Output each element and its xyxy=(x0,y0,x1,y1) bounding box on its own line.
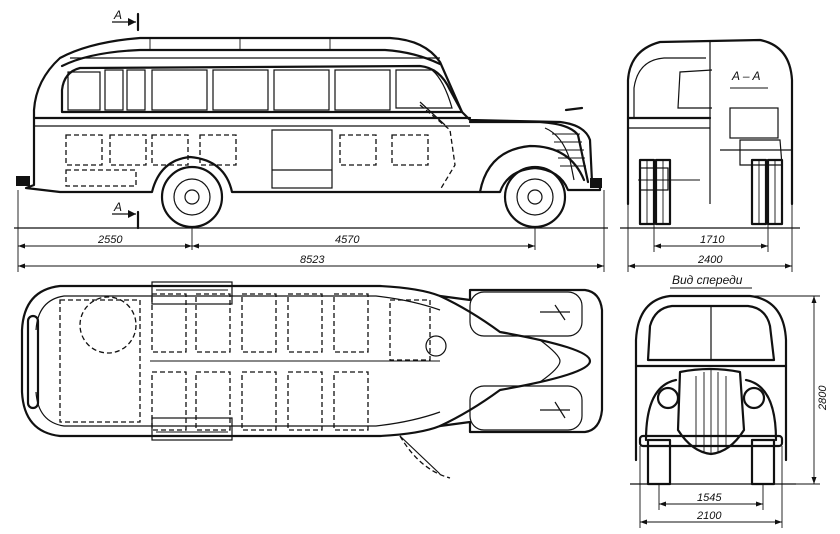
section-wheels xyxy=(638,158,784,226)
section-view: A – A xyxy=(620,38,800,229)
dim-wheelbase: 4570 xyxy=(335,234,360,246)
section-title: A – A xyxy=(731,69,760,83)
dim-overall-length: 8523 xyxy=(300,254,325,266)
front-wheel xyxy=(503,165,567,229)
dim-height: 2800 xyxy=(817,385,829,411)
side-view: A A xyxy=(14,8,608,230)
rear-wheel xyxy=(160,165,224,229)
side-windows xyxy=(67,69,453,111)
top-view xyxy=(20,281,604,479)
section-dimensions: 1710 2400 xyxy=(627,204,793,272)
dim-width-front: 2100 xyxy=(696,510,722,522)
dim-front-track: 1545 xyxy=(697,492,722,504)
dim-rear-track: 1710 xyxy=(700,234,725,246)
section-marker-bottom: A xyxy=(113,200,122,214)
side-dimensions: 2550 4570 8523 xyxy=(17,190,605,272)
side-seats-hidden xyxy=(65,134,429,187)
dim-rear-overhang: 2550 xyxy=(97,234,123,246)
front-dimensions: 2800 1545 2100 xyxy=(639,295,829,528)
front-view-title: Вид спереди xyxy=(672,273,743,287)
top-seats-hidden xyxy=(59,293,431,431)
dim-width-section: 2400 xyxy=(697,254,723,266)
section-marker-top: A xyxy=(113,8,122,22)
front-view: Вид спереди xyxy=(630,273,796,486)
